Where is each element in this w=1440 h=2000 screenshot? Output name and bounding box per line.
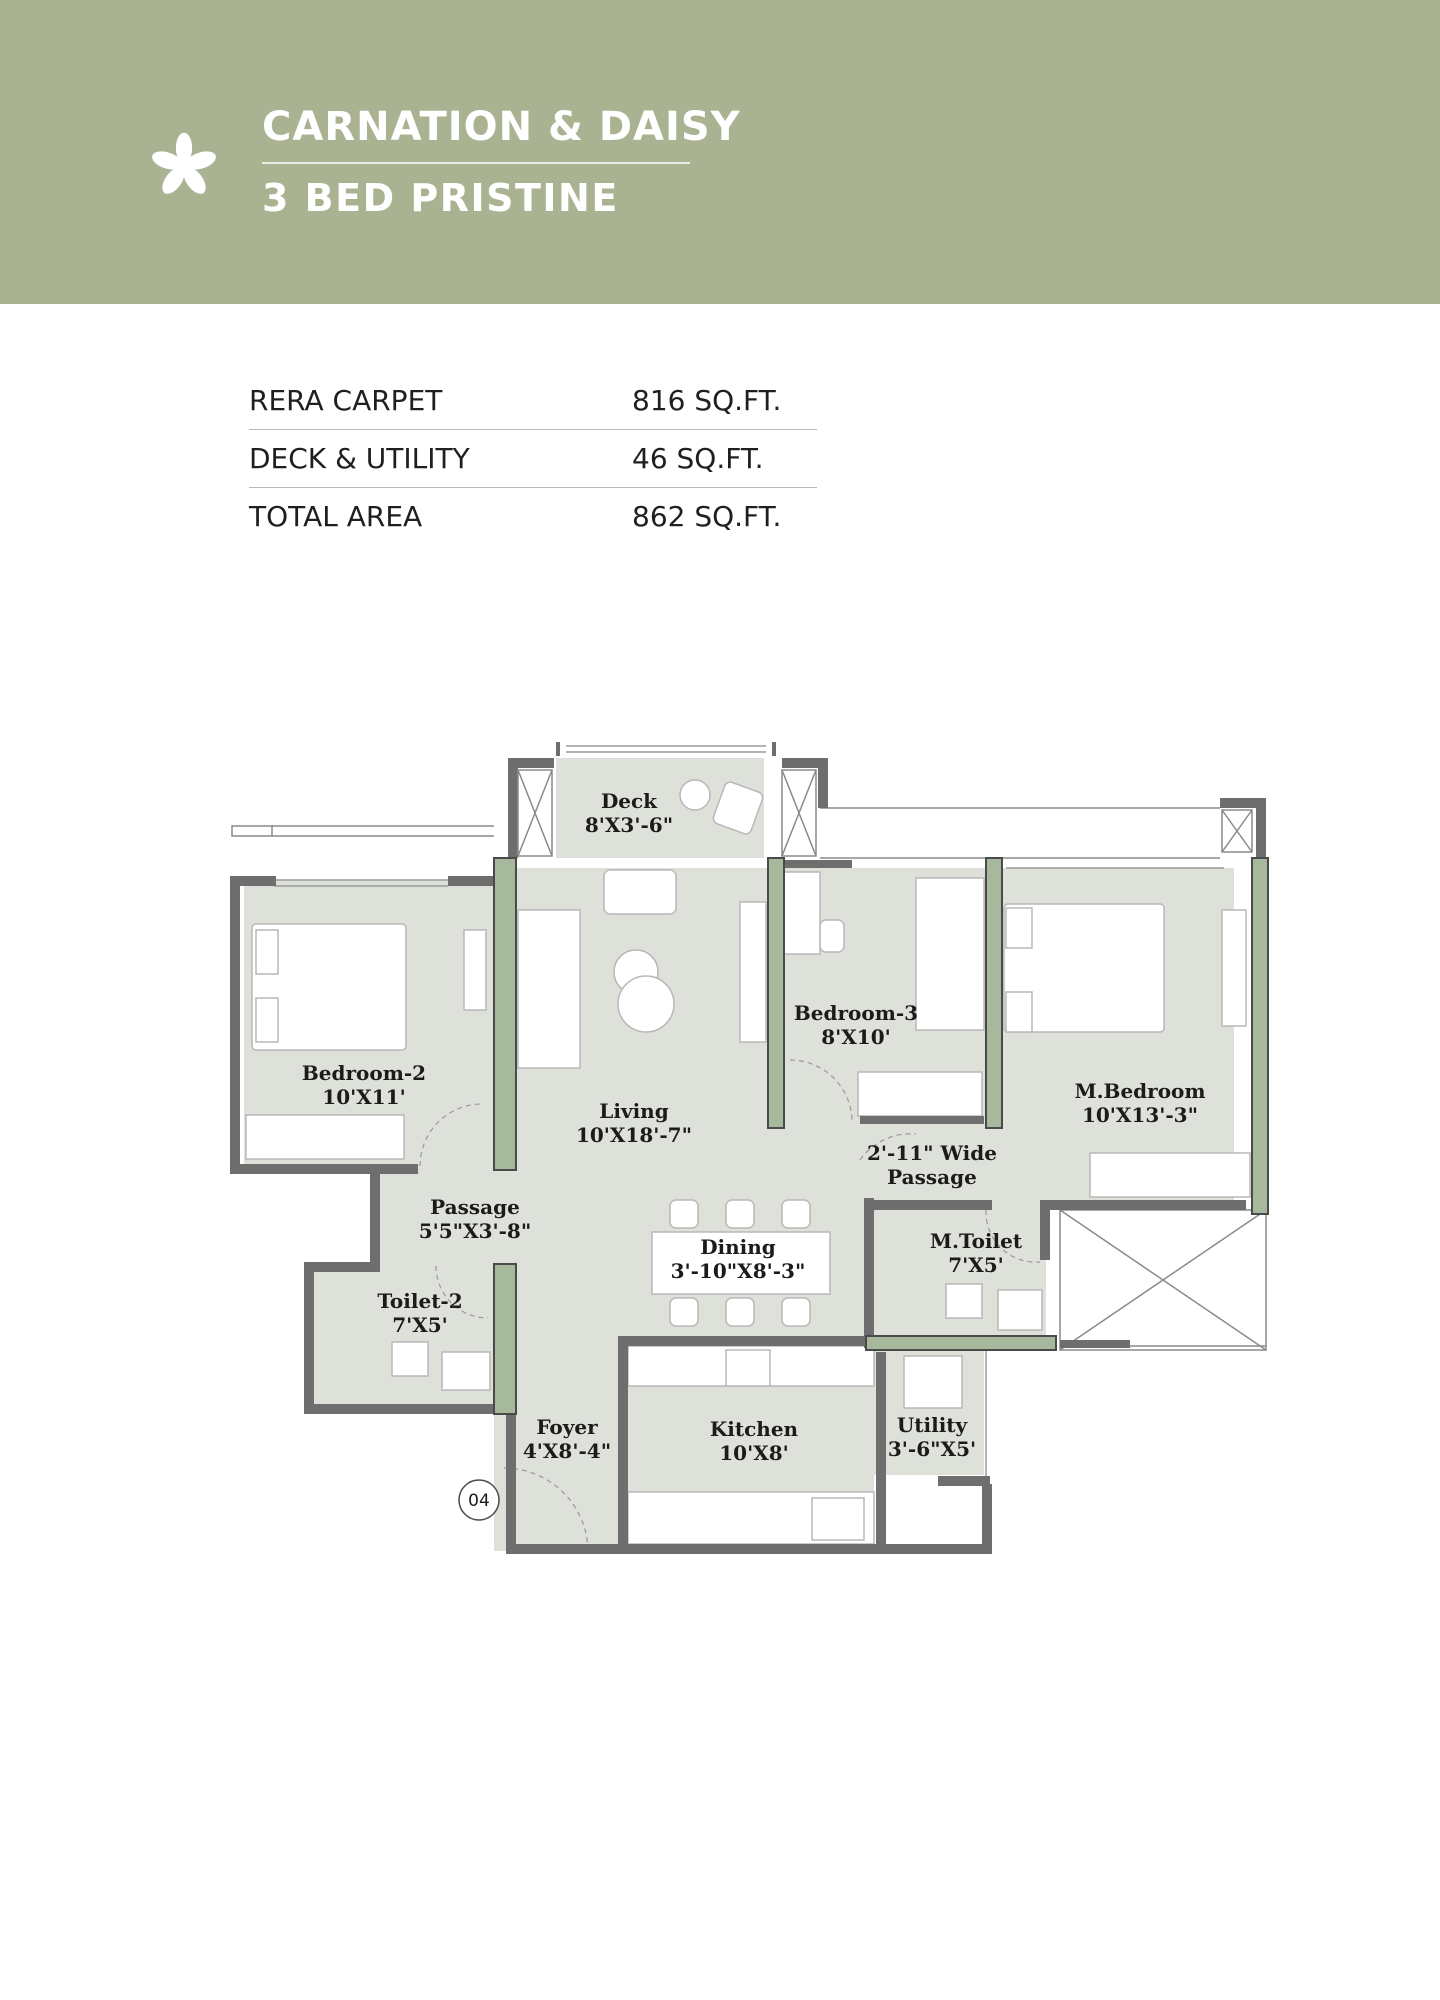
room-name-deck: Deck	[601, 789, 658, 813]
basin-toilet-2	[441, 1351, 491, 1391]
flower-icon	[152, 132, 216, 194]
tv-unit-master-bedroom	[1221, 909, 1247, 1027]
room-size-wide-passage: Passage	[887, 1165, 977, 1189]
door-swings	[419, 1059, 1041, 1553]
area-table: RERA CARPET 816 SQ.FT. DECK & UTILITY 46…	[249, 372, 817, 545]
room-size-master-bedroom: 10'X13'-3"	[1082, 1103, 1198, 1127]
room-name-passage: Passage	[430, 1195, 520, 1219]
area-value: 46 SQ.FT.	[632, 442, 764, 475]
room-size-kitchen: 10'X8'	[719, 1441, 789, 1465]
area-label: RERA CARPET	[249, 384, 443, 417]
area-row-deck-utility: DECK & UTILITY 46 SQ.FT.	[249, 430, 817, 488]
sink	[811, 1497, 865, 1541]
furniture	[245, 779, 1251, 1545]
room-name-bedroom-2: Bedroom-2	[302, 1061, 426, 1085]
room-size-bedroom-2: 10'X11'	[322, 1085, 405, 1109]
unit-number: 04	[468, 1491, 490, 1511]
area-row-total: TOTAL AREA 862 SQ.FT.	[249, 488, 817, 545]
balcony-railings	[231, 807, 1267, 1351]
deck-table	[679, 779, 711, 811]
dining-table	[651, 1231, 831, 1295]
room-name-dining: Dining	[700, 1235, 776, 1259]
tv-unit-bedroom-2	[463, 929, 487, 1011]
title-divider	[262, 162, 690, 164]
unit-number-marker: 04	[458, 1479, 500, 1521]
bed-bedroom-2	[251, 923, 407, 1051]
room-size-deck: 8'X3'-6"	[585, 813, 673, 837]
page-title: CARNATION & DAISY	[262, 104, 741, 150]
room-name-living: Living	[599, 1099, 668, 1123]
room-size-foyer: 4'X8'-4"	[523, 1439, 611, 1463]
room-name-kitchen: Kitchen	[710, 1417, 799, 1441]
sofa	[517, 909, 581, 1069]
bed-master-bedroom	[1003, 903, 1165, 1033]
room-name-bedroom-3: Bedroom-3	[794, 1001, 918, 1025]
room-name-wide-passage: 2'-11" Wide	[867, 1141, 997, 1165]
study-desk	[783, 871, 821, 955]
hob	[725, 1349, 771, 1387]
wc-toilet-2	[391, 1341, 429, 1377]
room-name-master-toilet: M.Toilet	[930, 1229, 1023, 1253]
wardrobe-master-bedroom	[1089, 1152, 1251, 1198]
room-size-living: 10'X18'-7"	[576, 1123, 692, 1147]
washing-machine	[903, 1355, 963, 1409]
room-labels: Deck 8'X3'-6" Bedroom-2 10'X11' Living 1…	[302, 789, 1206, 1465]
room-size-passage: 5'5"X3'-8"	[419, 1219, 532, 1243]
area-row-rera: RERA CARPET 816 SQ.FT.	[249, 372, 817, 430]
walls	[230, 742, 1266, 1554]
area-label: DECK & UTILITY	[249, 442, 470, 475]
room-name-foyer: Foyer	[536, 1415, 598, 1439]
armchair	[603, 869, 677, 915]
room-name-toilet-2: Toilet-2	[377, 1289, 462, 1313]
room-size-toilet-2: 7'X5'	[392, 1313, 448, 1337]
area-value: 862 SQ.FT.	[632, 500, 782, 533]
wardrobe-bedroom-3	[857, 1071, 983, 1117]
room-size-utility: 3'-6"X5'	[888, 1437, 976, 1461]
room-size-bedroom-3: 8'X10'	[821, 1025, 891, 1049]
wardrobe-bedroom-2	[245, 1114, 405, 1160]
area-value: 816 SQ.FT.	[632, 384, 782, 417]
room-name-master-bedroom: M.Bedroom	[1074, 1079, 1205, 1103]
wc-master-toilet	[945, 1283, 983, 1319]
room-name-utility: Utility	[897, 1413, 969, 1437]
columns	[493, 857, 1269, 1415]
page-subtitle: 3 BED PRISTINE	[262, 176, 619, 220]
header-banner: CARNATION & DAISY 3 BED PRISTINE	[0, 0, 1440, 304]
deck-chair	[712, 781, 764, 835]
area-label: TOTAL AREA	[249, 500, 423, 533]
room-size-master-toilet: 7'X5'	[948, 1253, 1004, 1277]
shafts	[517, 769, 1253, 857]
room-size-dining: 3'-10"X8'-3"	[671, 1259, 806, 1283]
bed-bedroom-3	[915, 877, 985, 1031]
basin-master-toilet	[997, 1289, 1043, 1331]
tv-unit-living	[739, 901, 767, 1043]
